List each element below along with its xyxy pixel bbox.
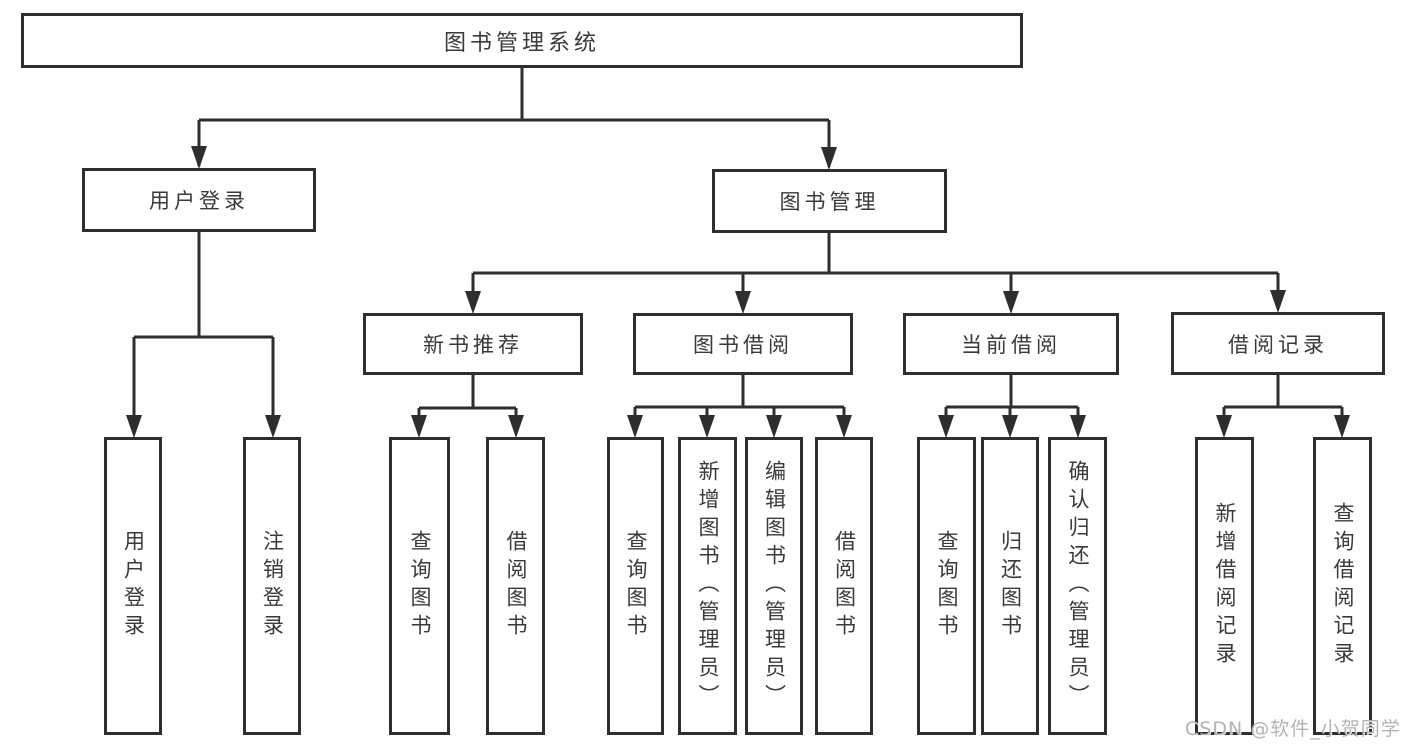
node-leaf-borrow-books-recommend: 借阅图书 [486,437,545,735]
node-label: 图书借阅 [693,333,793,357]
node-label: 归还图书 [998,530,1023,642]
node-label: 查询图书 [408,530,432,642]
node-label: 确认归还（管理员） [1066,460,1090,712]
connector-bookmgmt-to-level3 [465,233,1286,314]
node-leaf-borrow-books-borrow: 借阅图书 [815,437,873,735]
node-leaf-query-borrow-record: 查询借阅记录 [1313,437,1372,735]
node-label: 查询借阅记录 [1331,502,1355,670]
node-label: 图书管理 [779,190,880,214]
node-leaf-query-books-borrow: 查询图书 [607,437,664,735]
node-leaf-edit-books-admin: 编辑图书（管理员） [745,437,803,735]
node-label: 借阅记录 [1228,332,1328,357]
connector-newbook-to-leaves [411,375,524,438]
node-leaf-return-books: 归还图书 [981,437,1039,735]
connector-currentborrow-to-leaves [938,375,1086,438]
node-label: 图书管理系统 [443,30,600,56]
node-leaf-query-books-current: 查询图书 [917,437,976,735]
node-label: 注销登录 [260,530,285,642]
node-label: 用户登录 [121,530,146,642]
node-current-borrowing: 当前借阅 [903,313,1119,375]
node-label: 借阅图书 [832,530,857,642]
node-book-borrowing: 图书借阅 [633,313,853,375]
node-leaf-user-login: 用户登录 [104,437,162,735]
node-label: 当前借阅 [961,333,1061,357]
node-leaf-add-borrow-record: 新增借阅记录 [1195,437,1254,735]
connector-borrowrecords-to-leaves [1216,375,1350,438]
node-leaf-query-books-recommend: 查询图书 [389,437,450,735]
node-label: 新增图书（管理员） [696,460,720,712]
node-leaf-confirm-return-admin: 确认归还（管理员） [1048,437,1107,735]
node-library-management-system: 图书管理系统 [21,13,1023,68]
node-label: 查询图书 [935,530,959,642]
node-label: 编辑图书（管理员） [762,460,787,712]
connector-bookborrow-to-leaves [627,375,852,438]
node-borrowing-records: 借阅记录 [1171,312,1385,375]
node-leaf-logout: 注销登录 [243,437,301,735]
node-label: 用户登录 [149,189,249,213]
connector-root-to-level2 [191,68,837,170]
node-label: 查询图书 [624,530,648,642]
node-leaf-add-books-admin: 新增图书（管理员） [678,437,737,735]
csdn-watermark: CSDN @软件_小贺同学 [1185,718,1401,740]
node-user-login: 用户登录 [82,168,316,232]
node-label: 新书推荐 [423,333,523,357]
node-label: 借阅图书 [504,530,528,642]
node-book-management: 图书管理 [712,169,947,233]
connector-userlogin-to-leaves [126,232,281,438]
node-new-book-recommendation: 新书推荐 [363,313,583,375]
node-label: 新增借阅记录 [1213,502,1237,670]
